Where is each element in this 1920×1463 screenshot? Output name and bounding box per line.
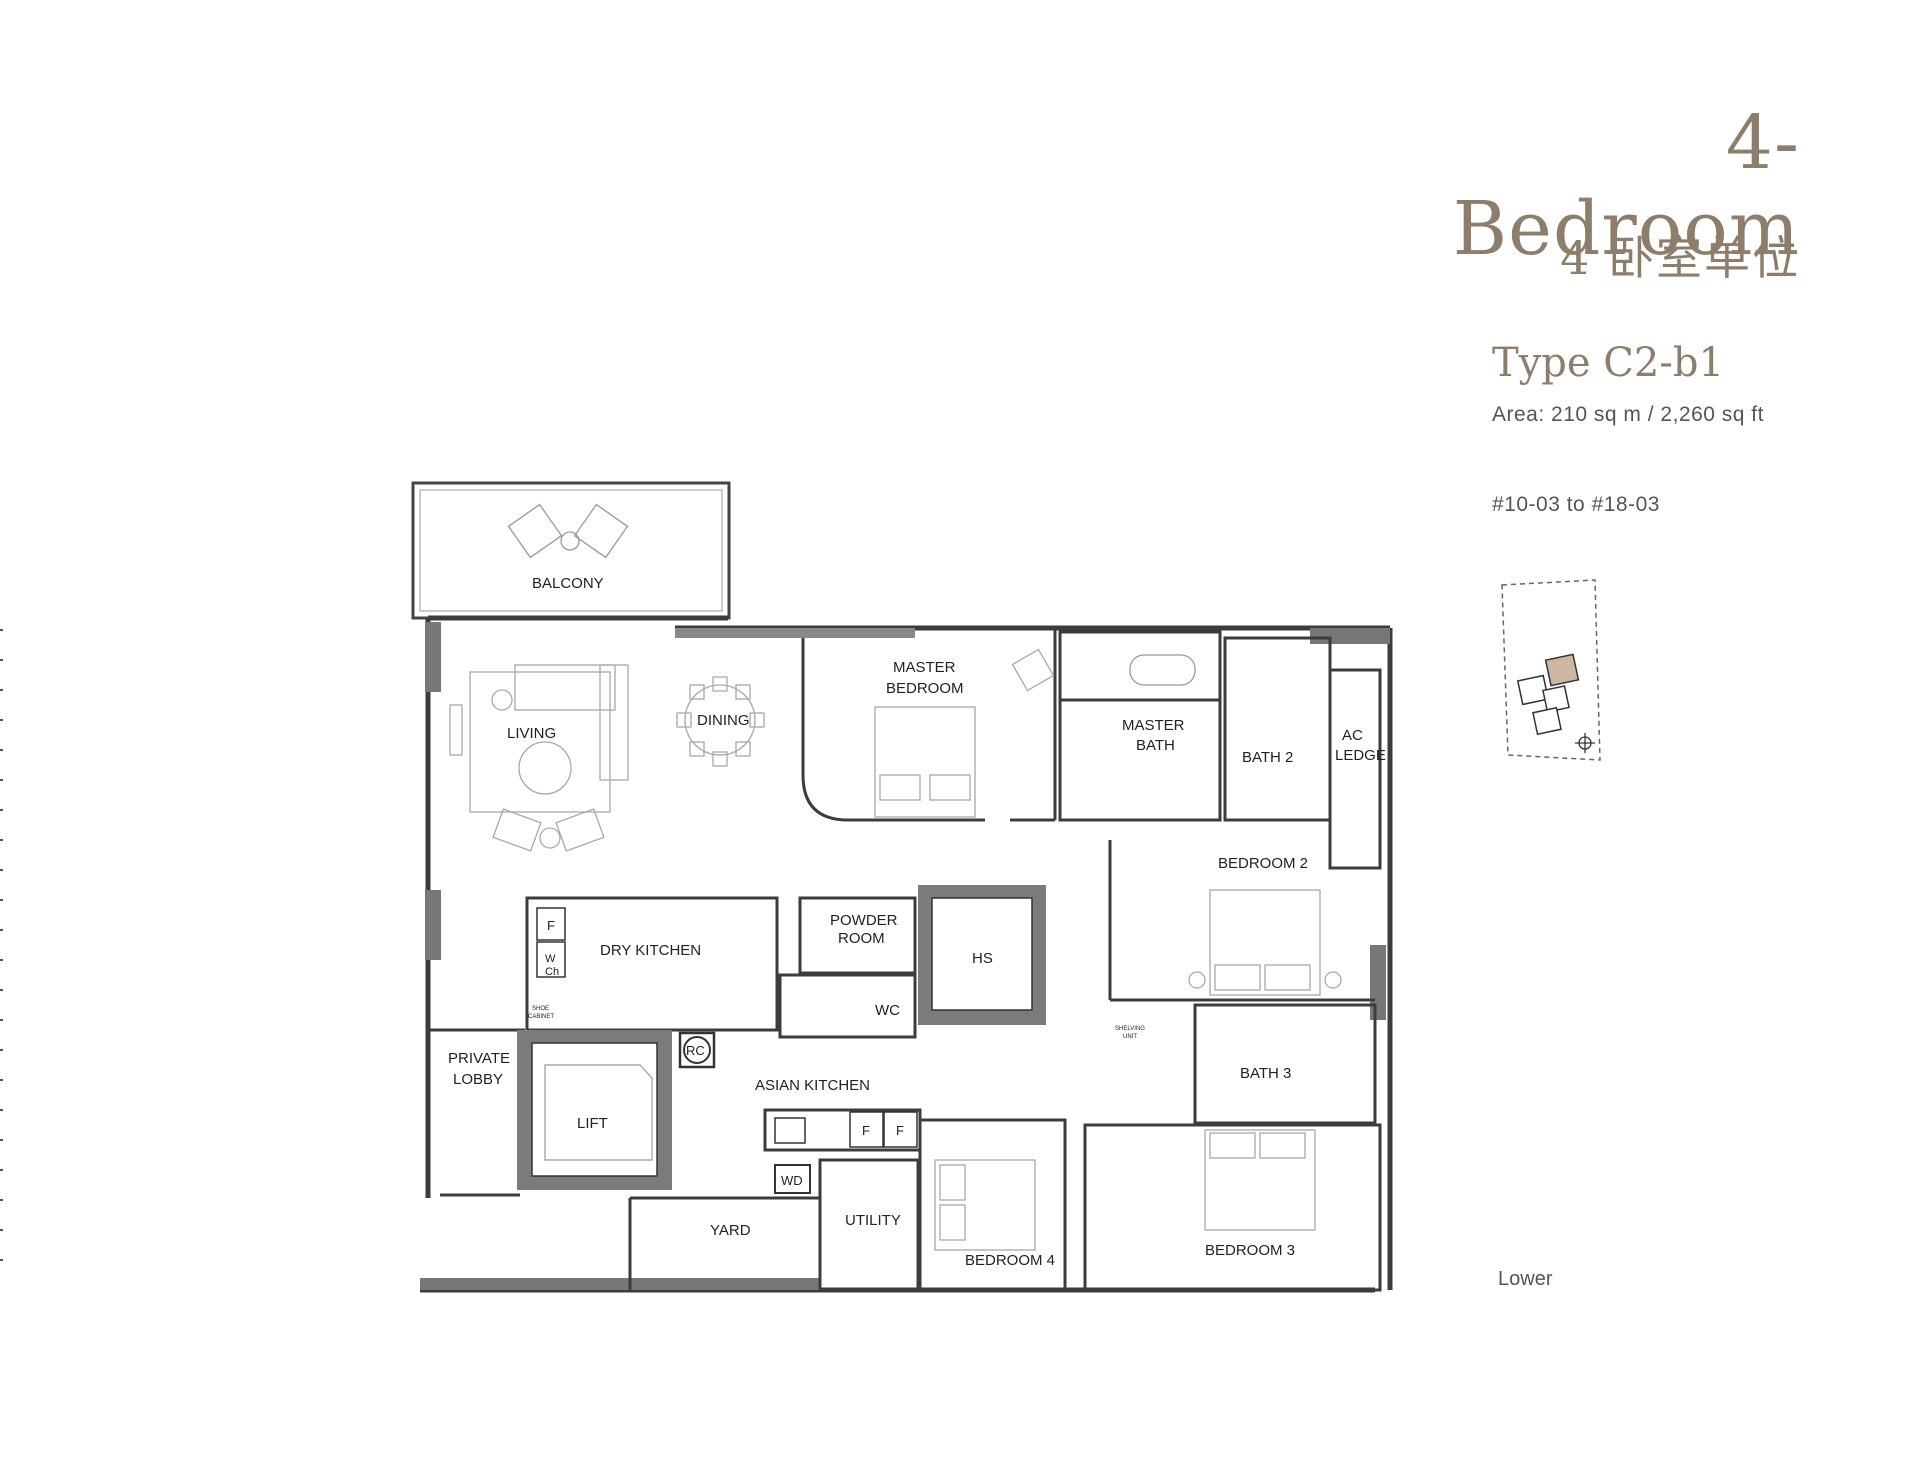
key-plan-blocks [1516, 653, 1580, 736]
room-label-lift: LIFT [577, 1115, 608, 1132]
room-label-yard: YARD [710, 1222, 751, 1239]
north-compass-icon [1575, 733, 1595, 753]
room-label-bedroom-3: BEDROOM 3 [1205, 1242, 1295, 1259]
label-shoe-cabinet: CABINET [528, 1014, 554, 1020]
label-water-closet: W [545, 953, 556, 965]
living-furniture [449, 664, 629, 852]
page-edge-marks [0, 629, 3, 1261]
room-label-master-bedroom: BEDROOM [886, 680, 964, 697]
label-fridge-2: F [896, 1123, 904, 1138]
unit-numbers: #10-03 to #18-03 [1492, 493, 1660, 516]
label-shoe-cabinet: SHOE [532, 1006, 549, 1012]
room-label-wc: WC [875, 1002, 900, 1019]
wall-column [1370, 945, 1386, 1020]
household-shelter [918, 885, 1046, 1025]
label-water-closet: Ch [545, 966, 559, 978]
label-fridge: F [547, 918, 555, 933]
wall-column [1310, 628, 1390, 644]
room-label-master-bath: MASTER [1122, 717, 1185, 734]
wall-beam [675, 628, 915, 638]
dining-furniture [676, 676, 765, 767]
page-title: 4-Bedroom [1452, 100, 1800, 272]
room-label-living: LIVING [507, 725, 556, 742]
bedroom3-bed [1204, 1129, 1316, 1231]
lift-shaft [517, 1030, 672, 1190]
label-refuse-chute: RC [686, 1043, 705, 1058]
room-label-asian-kitchen: ASIAN KITCHEN [755, 1077, 870, 1094]
room-label-bedroom-2: BEDROOM 2 [1218, 855, 1308, 872]
label-washer-dryer: WD [781, 1173, 803, 1188]
unit-type: Type C2-b1 [1492, 340, 1724, 386]
room-label-dry-kitchen: DRY KITCHEN [600, 942, 701, 959]
room-label-hs: HS [972, 950, 993, 967]
room-label-powder-room: POWDER [830, 912, 898, 929]
room-label-private-lobby: PRIVATE [448, 1050, 510, 1067]
bedroom2-bed [1188, 889, 1342, 996]
room-label-master-bedroom: MASTER [893, 659, 956, 676]
master-bed [874, 648, 1055, 818]
balcony-area [411, 481, 731, 620]
label-shelving-unit: UNIT [1123, 1034, 1137, 1040]
bedroom4-bed [934, 1159, 1036, 1251]
room-label-balcony: BALCONY [532, 575, 604, 592]
room-label-bedroom-4: BEDROOM 4 [965, 1252, 1055, 1269]
room-label-ac-ledge: LEDGE [1335, 747, 1386, 764]
label-shelving-unit: SHELVING [1115, 1026, 1145, 1032]
unit-area: Area: 210 sq m / 2,260 sq ft [1492, 403, 1764, 426]
interior-walls [428, 628, 1382, 1292]
wall-column [425, 622, 441, 692]
room-label-master-bath: BATH [1136, 737, 1175, 754]
bathtub-icon [1129, 654, 1196, 686]
wall-column [425, 890, 441, 960]
refuse-chute-icon [683, 1036, 711, 1064]
room-label-powder-room: ROOM [838, 930, 885, 947]
room-label-bath-2: BATH 2 [1242, 749, 1293, 766]
room-label-bath-3: BATH 3 [1240, 1065, 1291, 1082]
floor-level-label: Lower [1498, 1268, 1553, 1290]
label-fridge-1: F [862, 1123, 870, 1138]
key-plan [1501, 579, 1601, 761]
room-label-utility: UTILITY [845, 1212, 901, 1229]
room-label-private-lobby: LOBBY [453, 1071, 503, 1088]
room-label-dining: DINING [697, 712, 750, 729]
page-subtitle-chinese: 4 卧室单位 [1560, 231, 1800, 285]
room-label-ac-ledge: AC [1342, 727, 1363, 744]
